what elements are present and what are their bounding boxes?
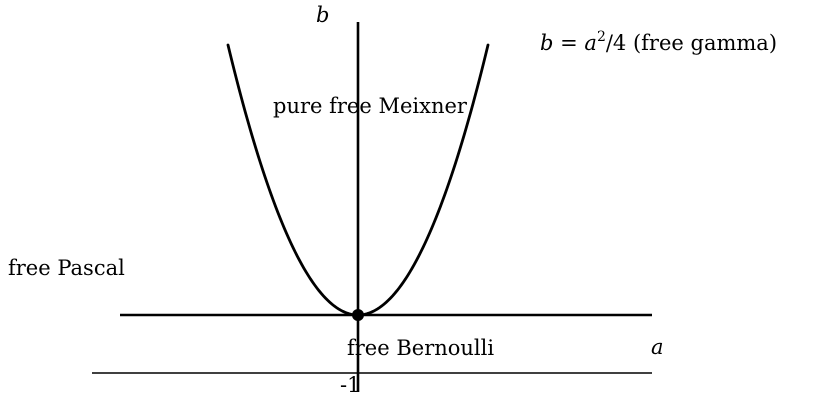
pure-free-meixner-label: pure free Meixner [273, 94, 468, 118]
equation-exponent: 2 [597, 29, 606, 45]
minus-one-tick-label: -1 [340, 373, 360, 397]
equation-equals: = [553, 31, 584, 55]
free-bernoulli-label: free Bernoulli [347, 336, 494, 360]
a-axis-label: a [651, 335, 664, 359]
parabola-equation-label: b = a2/4 (free gamma) [540, 29, 777, 55]
equation-rest: /4 (free gamma) [606, 31, 777, 55]
equation-lhs: b [540, 31, 553, 55]
b-axis-label: b [316, 3, 329, 27]
free-pascal-label: free Pascal [8, 256, 125, 280]
equation-base: a [584, 31, 597, 55]
origin-point [352, 309, 364, 321]
